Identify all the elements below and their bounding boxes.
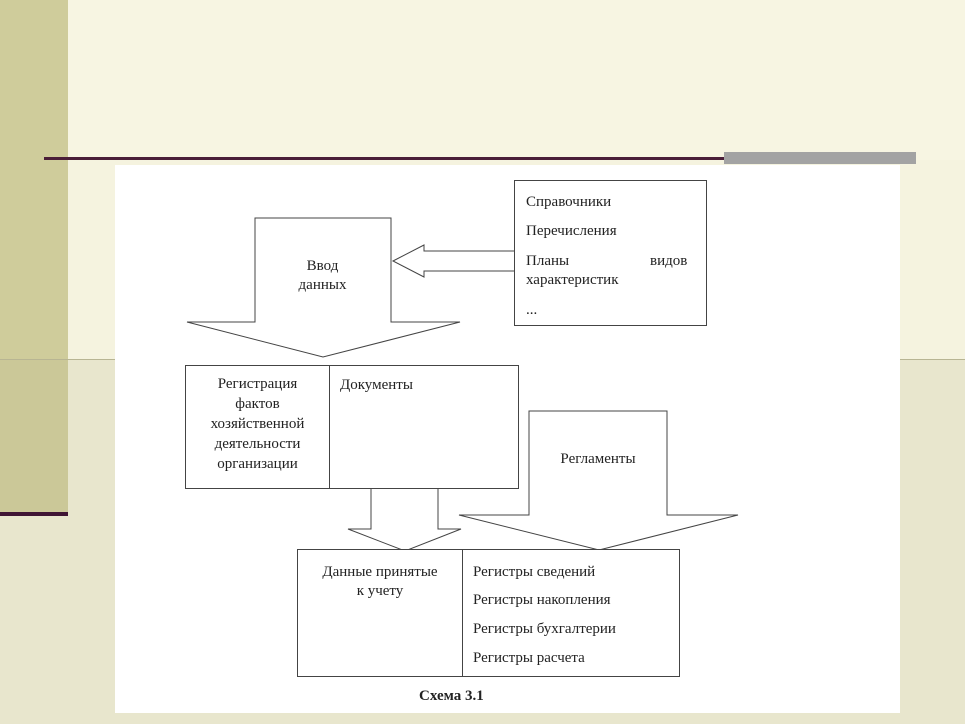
regulations-down-arrow	[458, 410, 739, 551]
reference-item-ellipsis: ...	[526, 302, 538, 318]
documents-box	[329, 365, 519, 489]
registration-line-1: Регистрация	[217, 376, 298, 392]
reference-item-catalogs: Справочники	[526, 194, 612, 210]
diagram-shapes	[186, 217, 739, 552]
register-accumulation: Регистры накопления	[473, 592, 611, 608]
input-label-line2: данных	[298, 277, 347, 293]
registration-line-2: фактов	[235, 396, 280, 412]
registration-line-4: деятельности	[214, 436, 301, 452]
accounted-data-box	[297, 549, 463, 677]
accounted-data-line-1: Данные принятые	[322, 564, 438, 580]
registers-box	[462, 549, 680, 677]
reference-left-arrow	[391, 244, 516, 278]
input-down-arrow	[186, 217, 461, 358]
input-label-line1: Ввод	[306, 258, 339, 274]
documents-down-arrow	[347, 487, 462, 552]
slide-title-rule-accent	[724, 152, 916, 164]
slide-title-rule	[44, 157, 724, 160]
regulations-label: Регламенты	[560, 451, 636, 467]
registration-line-3: хозяйственной	[210, 416, 305, 432]
slide-title-area	[68, 0, 965, 160]
register-info: Регистры сведений	[473, 564, 596, 580]
accounted-data-line-2: к учету	[356, 583, 404, 599]
register-calculation: Регистры расчета	[473, 650, 585, 666]
reference-item-plans: Планы	[526, 253, 570, 269]
reference-box	[514, 180, 707, 326]
reference-item-characteristics: характеристик	[526, 272, 619, 288]
registration-line-5: организации	[217, 456, 298, 472]
diagram-caption: Схема 3.1	[419, 688, 484, 704]
reference-item-types: видов	[650, 253, 688, 269]
reference-item-enumerations: Перечисления	[526, 223, 617, 239]
registration-box	[185, 365, 330, 489]
slide-left-band-lower	[0, 360, 68, 515]
register-accounting: Регистры бухгалтерии	[473, 621, 616, 637]
slide-left-rule	[0, 512, 68, 516]
diagram-panel: Справочники Перечисления Планы видов хар…	[115, 165, 900, 713]
documents-label: Документы	[340, 377, 413, 393]
